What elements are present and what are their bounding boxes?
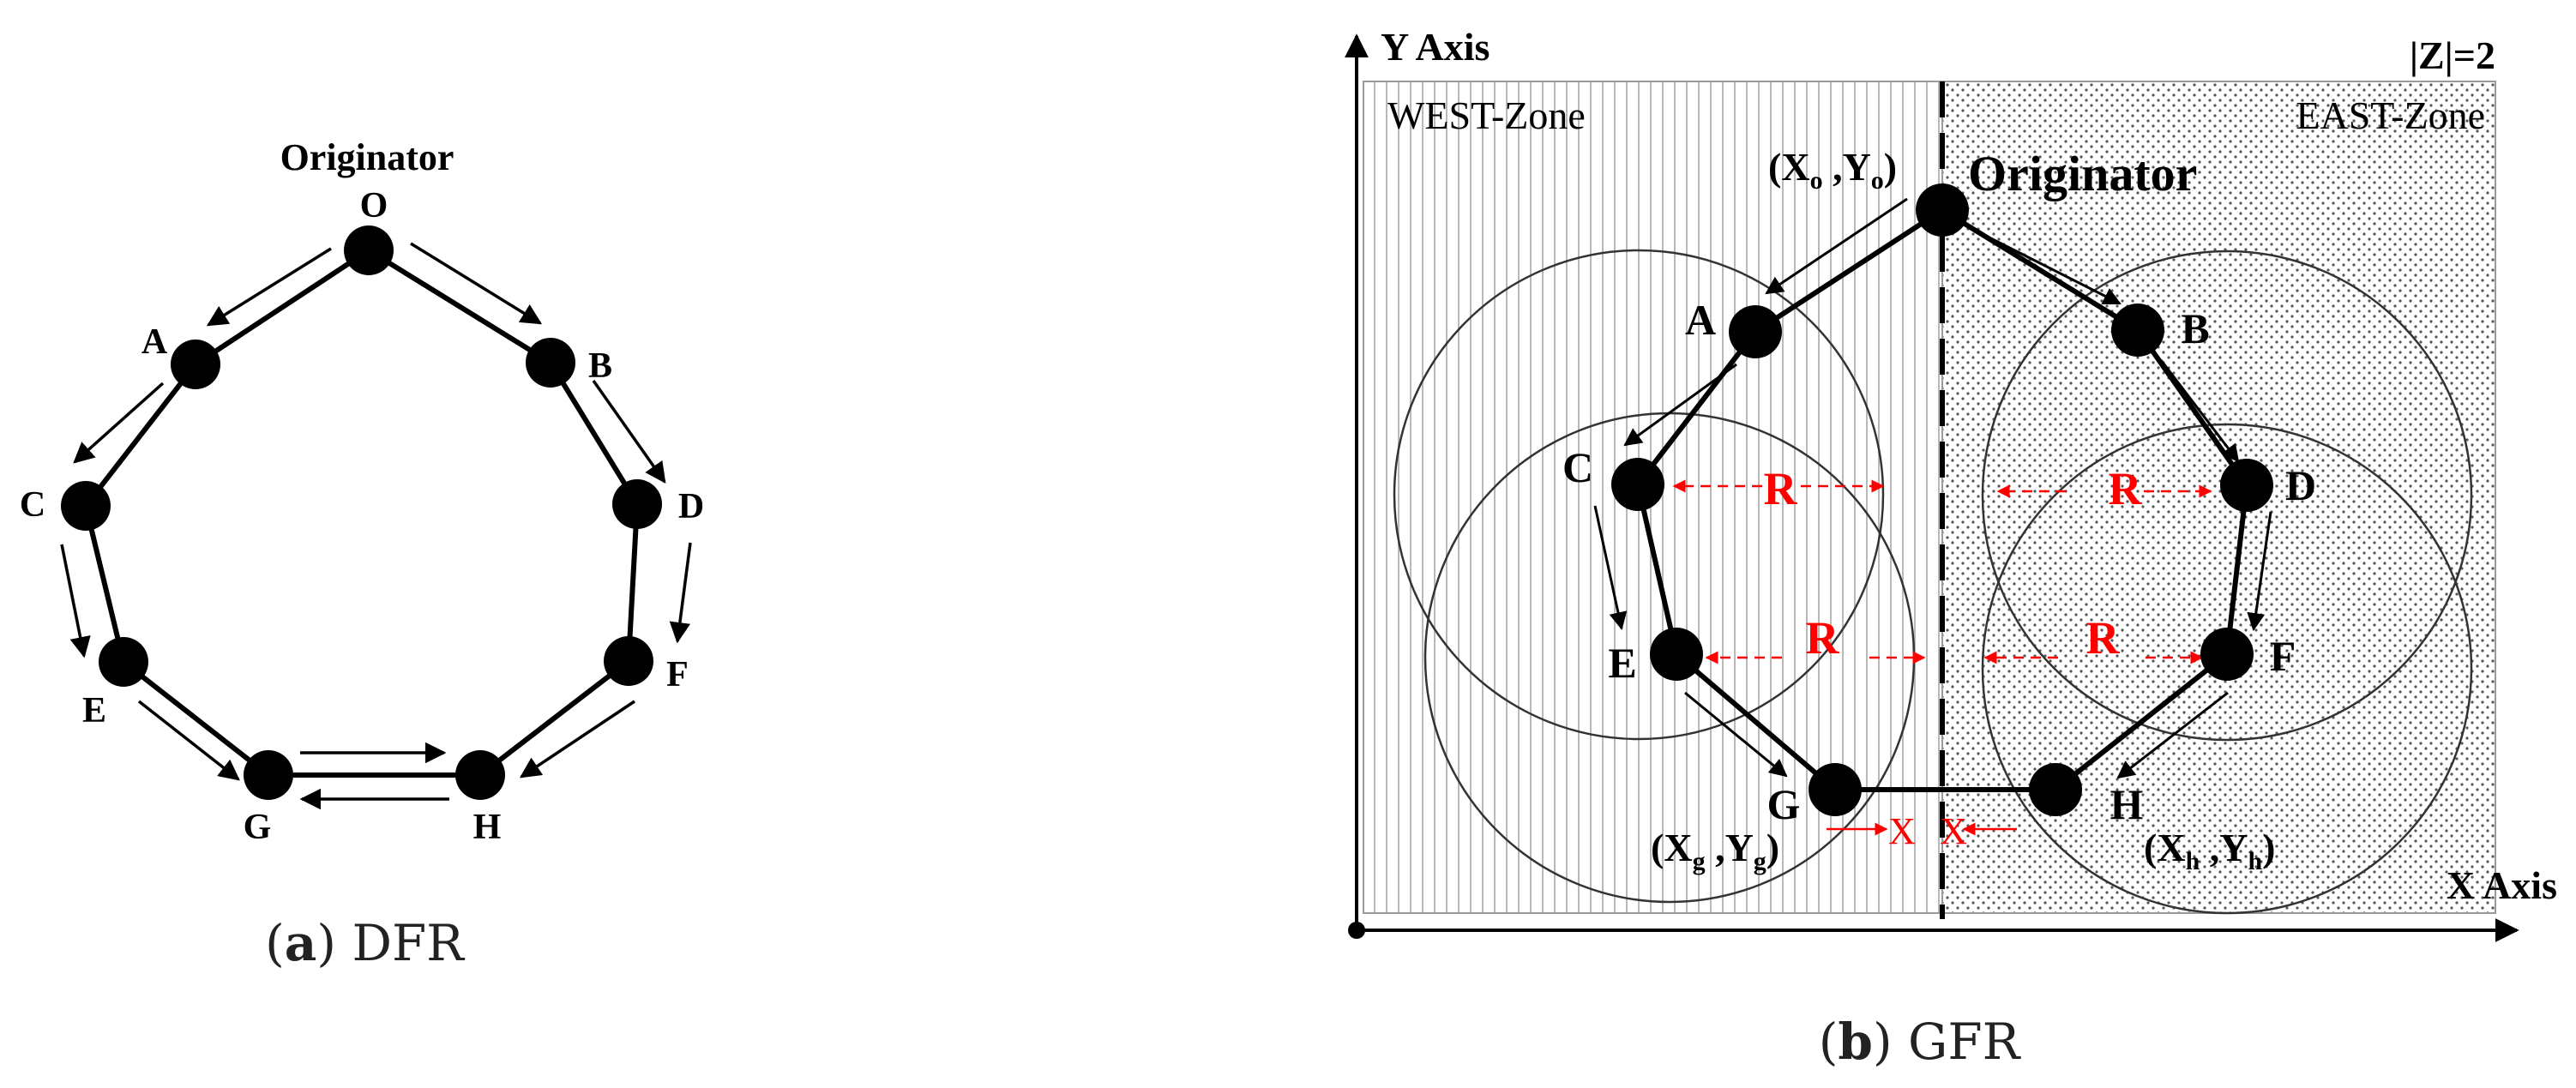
range-circle-d [1981, 249, 2473, 742]
coord-h: (Xh ,Yh) [2144, 826, 2276, 875]
panel-a-node-f [604, 636, 653, 686]
panel-a-caption-letter: a [285, 914, 317, 972]
panel-a-node-labels: O A B C D E F G H [20, 186, 704, 847]
panel-b-caption: (b) GFR [1819, 1013, 2022, 1071]
range-labels: R R R R [1764, 463, 2143, 664]
panel-a-dfr: Originator [20, 136, 704, 972]
panel-b-caption-text: GFR [1908, 1013, 2022, 1071]
panel-a-node-c [61, 481, 111, 531]
range-label-c: R [1764, 463, 1798, 514]
panel-a-label-f: F [666, 655, 689, 694]
panel-b-originator-label: Originator [1968, 146, 2197, 201]
east-zone-label: EAST-Zone [2296, 93, 2485, 137]
panel-b-node-f [2200, 628, 2254, 681]
panel-a-label-h: H [473, 808, 502, 847]
panel-b-node-a [1729, 305, 1782, 358]
range-label-e: R [1806, 612, 1840, 664]
panel-a-node-e [99, 637, 148, 687]
west-zone-label: WEST-Zone [1387, 93, 1586, 137]
panel-a-label-e: E [82, 691, 106, 730]
axes-origin-dot [1348, 922, 1365, 939]
panel-a-node-h [455, 750, 505, 800]
panel-b-node-b [2111, 304, 2164, 357]
coord-g: (Xg ,Yg) [1651, 826, 1779, 875]
panel-b-label-a: A [1685, 296, 1716, 344]
panel-a-originator-label: Originator [280, 136, 454, 178]
panel-b-label-g: G [1767, 780, 1801, 828]
blocked-labels: X X [1888, 810, 1967, 852]
panel-b-label-f: F [2270, 632, 2296, 680]
panel-b-node-c [1611, 458, 1664, 511]
panel-b-node-d [2220, 459, 2273, 512]
panel-b-node-originator [1916, 183, 1969, 237]
panel-b-gfr: R R R R X X A B C D E F [1345, 25, 2557, 1071]
y-axis-label: Y Axis [1381, 25, 1490, 69]
blocked-mark-right: X [1940, 810, 1967, 852]
panel-b-node-g [1809, 763, 1862, 816]
panel-a-caption-text: DFR [352, 914, 466, 972]
panel-b-label-e: E [1608, 639, 1636, 687]
panel-a-caption: (a) DFR [265, 914, 466, 972]
range-markers [1672, 479, 2212, 664]
panel-a-node-d [612, 479, 662, 529]
panel-b-label-b: B [2181, 304, 2209, 352]
panel-a-label-g: G [244, 808, 272, 847]
panel-b-edges [1635, 207, 2249, 792]
panel-a-label-c: C [20, 485, 45, 525]
panel-b-label-d: D [2285, 461, 2316, 509]
panel-a-label-b: B [588, 346, 612, 386]
panel-a-node-a [171, 340, 220, 389]
panel-a-label-a: A [141, 322, 168, 362]
panel-a-label-d: D [678, 487, 704, 526]
panel-a-node-o [344, 225, 394, 275]
panel-b-nodes [1611, 183, 2273, 816]
range-label-f: R [2086, 612, 2121, 664]
coord-originator: (Xo ,Yo) [1768, 145, 1897, 195]
panel-a-flood-arrows [60, 242, 692, 810]
panel-b-label-c: C [1562, 443, 1593, 491]
panel-b-flood-arrows [1593, 197, 2272, 779]
panel-a-label-o: O [360, 186, 388, 225]
panel-b-label-h: H [2110, 780, 2144, 828]
blocked-mark-left: X [1888, 810, 1916, 852]
panel-b-node-labels: A B C D E F G H [1562, 296, 2316, 828]
panel-a-nodes [61, 225, 662, 800]
panel-b-node-h [2029, 763, 2082, 816]
range-label-d: R [2109, 463, 2143, 514]
panel-b-caption-letter: b [1838, 1013, 1873, 1071]
panel-b-node-e [1650, 628, 1703, 681]
x-axis-label: X Axis [2447, 863, 2557, 907]
axes [1345, 33, 2519, 942]
panel-a-node-g [244, 750, 293, 800]
zone-count-label: |Z|=2 [2410, 33, 2495, 77]
panel-a-node-b [526, 338, 575, 388]
range-circle-f [1981, 423, 2473, 915]
range-circle-a [1393, 249, 1885, 741]
panel-a-ring-edges [83, 248, 640, 778]
